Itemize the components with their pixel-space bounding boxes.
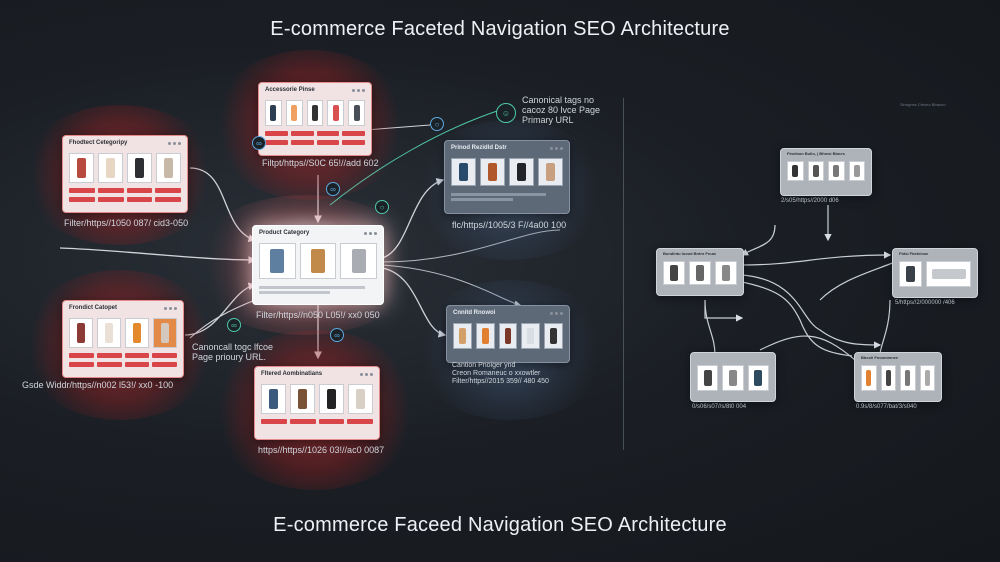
product-row bbox=[63, 150, 187, 186]
card-lower-blue-url: Cantion Pnoiger ynd Creon Romaneuc o xxo… bbox=[452, 362, 549, 386]
card-bottom-red-url: https//https//1026 03!//ac0 0087 bbox=[258, 445, 384, 455]
canonical-callout-left: Canoncall togc lfcoe Page prioury URL. bbox=[192, 342, 273, 362]
product-row bbox=[447, 320, 569, 352]
card-heading: Prinod Rezidld Dstr bbox=[451, 145, 507, 151]
card-center-url: Filter/https//n050 L05!/ xx0 050 bbox=[256, 310, 380, 320]
filter-tags bbox=[63, 351, 183, 360]
card-center-product-category[interactable]: Product Category bbox=[252, 225, 384, 305]
filter-tags bbox=[259, 129, 371, 138]
link-icon: ∞ bbox=[252, 136, 266, 150]
card-lower-blue[interactable]: Cnnitd Rnowoi bbox=[446, 305, 570, 363]
right-panel-caption: Sinbgnes Cteoeo Bbaooo bbox=[900, 102, 946, 107]
diagram-footer-title: E-commerce Faceed Navigation SEO Archite… bbox=[0, 514, 1000, 537]
link-icon: ∞ bbox=[227, 318, 241, 332]
card-bottom-red[interactable]: Fltered Aombinatians bbox=[254, 366, 380, 440]
panel-divider bbox=[623, 98, 624, 450]
card-left-red[interactable]: Fhodtect Cetegoripy bbox=[62, 135, 188, 213]
diagram-title: E-commerce Faceted Navigation SEO Archit… bbox=[0, 18, 1000, 41]
product-row bbox=[255, 381, 379, 417]
card-canonical-url: flc/https//1005/3 F//4a00 100 bbox=[452, 220, 566, 230]
card-heading: Fhodtect Cetegoripy bbox=[69, 140, 127, 146]
rp-card-5-url: 0.9s/8/s077/bat/3/s040 bbox=[856, 404, 917, 410]
rp-card-2[interactable]: Bondintu Ioood Bntnr Fnuw bbox=[656, 248, 744, 296]
product-row bbox=[259, 97, 371, 129]
card-heading: Accessorie Pinse bbox=[265, 87, 315, 93]
card-left-lower-red-url: Gsde Widdr/https//n002 l53!/ xx0 -100 bbox=[22, 380, 173, 390]
card-left-red-url: Filter/https//1050 087/ cid3-050 bbox=[64, 218, 188, 228]
card-heading: Fltered Aombinatians bbox=[261, 371, 322, 377]
user-icon: ☺ bbox=[496, 103, 516, 123]
card-top-red-url: Filtpt/https//S0C 65!//add 602 bbox=[262, 158, 379, 168]
rp-card-4[interactable] bbox=[690, 352, 776, 402]
rp-card-1-url: 2/s05/https//2000 d06 bbox=[781, 198, 839, 204]
card-heading: Bondintu Ioood Bntnr Fnuw bbox=[663, 251, 716, 256]
rp-card-1[interactable]: Fineibon Bullo, | Bfnesi Bbnes bbox=[780, 148, 872, 196]
link-icon: ∞ bbox=[326, 182, 340, 196]
product-row bbox=[63, 315, 183, 351]
rp-card-3-url: 5/https//2/000000 /406 bbox=[895, 300, 955, 306]
rp-card-3[interactable]: Fbtsi Fbeteinse bbox=[892, 248, 978, 298]
card-heading: Fineibon Bullo, | Bfnesi Bbnes bbox=[787, 151, 845, 156]
link-icon: ∞ bbox=[330, 328, 344, 342]
node-icon: ○ bbox=[430, 117, 444, 131]
product-row bbox=[445, 155, 569, 189]
product-row bbox=[253, 240, 383, 282]
card-top-red[interactable]: Accessorie Pinse bbox=[258, 82, 372, 156]
filter-tags bbox=[63, 186, 187, 195]
rp-card-4-url: 0/s06/s07//s/8t0 004 bbox=[692, 404, 746, 410]
card-canonical[interactable]: Prinod Rezidld Dstr bbox=[444, 140, 570, 214]
card-left-lower-red[interactable]: Frondict Catopet bbox=[62, 300, 184, 378]
rp-card-5[interactable]: Bbcoli Fnoommnee bbox=[854, 352, 942, 402]
canonical-node-icon: ○ bbox=[375, 200, 389, 214]
card-heading: Fbtsi Fbeteinse bbox=[899, 251, 928, 256]
card-heading: Frondict Catopet bbox=[69, 305, 117, 311]
canonical-callout: Canonical tags no cacoz 80 lvce Page Pri… bbox=[522, 95, 600, 125]
card-heading: Product Category bbox=[259, 230, 309, 236]
card-heading: Cnnitd Rnowoi bbox=[453, 310, 495, 316]
card-heading: Bbcoli Fnoommnee bbox=[861, 355, 898, 360]
filter-tags bbox=[255, 417, 379, 426]
